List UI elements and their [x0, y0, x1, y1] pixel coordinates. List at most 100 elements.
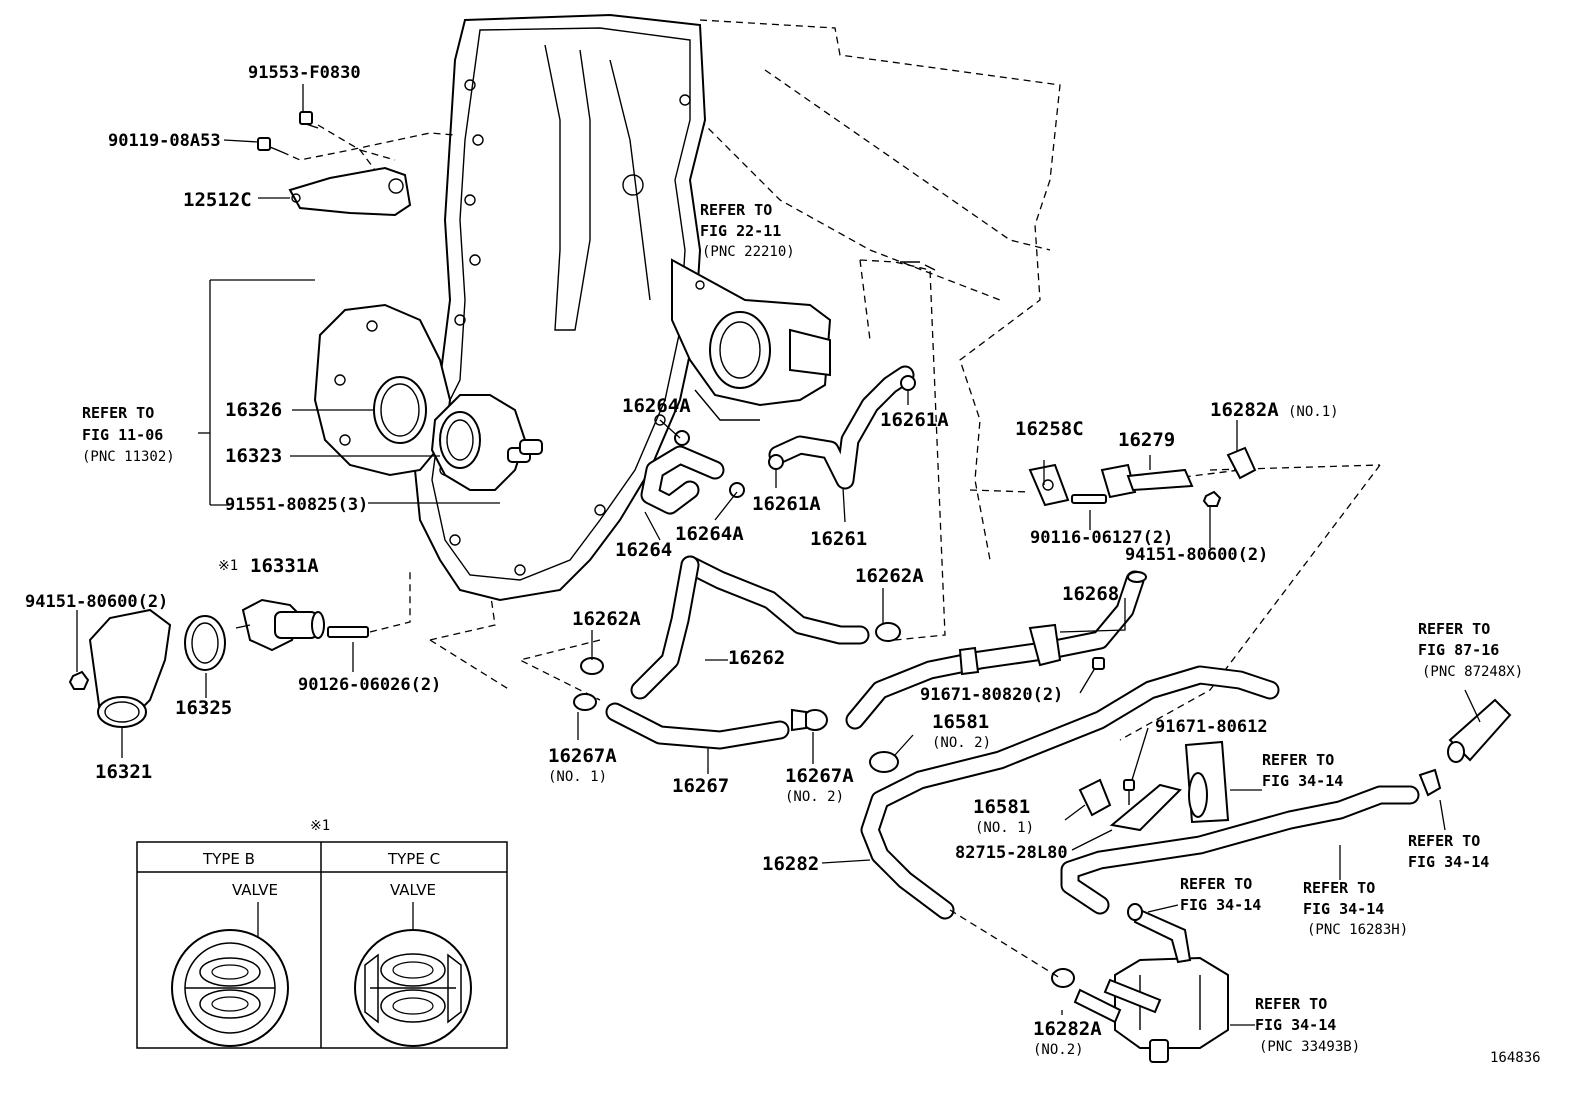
- thermostat-type-inset: ※1 TYPE B TYPE C VALVE VALVE: [136, 818, 508, 1049]
- label-94151-right: 94151-80600(2): [1125, 545, 1268, 565]
- label-16331A: 16331A: [250, 555, 319, 577]
- label-16262: 16262: [728, 647, 785, 669]
- stud-90126: [327, 626, 369, 638]
- label-94151-left: 94151-80600(2): [25, 592, 168, 612]
- label-16282A-top: 16282A: [1210, 399, 1279, 421]
- refer-fig34-d-line1: REFER TO: [1303, 879, 1375, 897]
- label-16261: 16261: [810, 528, 867, 550]
- label-16325: 16325: [175, 697, 232, 719]
- refer-fig34-c-line1: REFER TO: [1180, 875, 1252, 893]
- hose-16282: [860, 665, 1280, 920]
- water-pump-assembly: [313, 303, 543, 491]
- hose-16262: [630, 555, 870, 700]
- refer-fig34-d-line2: FIG 34-14: [1303, 900, 1384, 918]
- hose-16267: [605, 702, 790, 750]
- hose-16264: [640, 445, 725, 515]
- refer-fig87-line2: FIG 87-16: [1418, 641, 1499, 659]
- label-16267A-no2: 16267A: [785, 765, 854, 787]
- bracket-82715: [1109, 783, 1182, 832]
- refer-throttle-line2: FIG 22-11: [700, 222, 781, 240]
- part-labels: 91553-F0830 90119-08A53 12512C REFER TO …: [25, 63, 1541, 1066]
- refer-fig87-line3: (PNC 87248X): [1422, 664, 1523, 680]
- label-91551: 91551-80825(3): [225, 495, 368, 515]
- refer-fig34-a-line2: FIG 34-14: [1262, 772, 1343, 790]
- label-90119: 90119-08A53: [108, 131, 221, 151]
- thermostat: [235, 598, 325, 652]
- refer-fig34-e-line1: REFER TO: [1255, 995, 1327, 1013]
- engine-bracket: [288, 166, 412, 217]
- label-16267A-no1: 16267A: [548, 745, 617, 767]
- refer-throttle-line1: REFER TO: [700, 201, 772, 219]
- clamp-16261A: [768, 375, 916, 470]
- refer-fig34-c-line2: FIG 34-14: [1180, 896, 1261, 914]
- label-16282A-bottom: 16282A: [1033, 1018, 1102, 1040]
- label-16282A-top-note: (NO.1): [1288, 404, 1339, 420]
- label-16267A-no2-note: (NO. 2): [785, 789, 844, 805]
- pump-gasket: [373, 376, 427, 444]
- label-16282: 16282: [762, 853, 819, 875]
- label-16267: 16267: [672, 775, 729, 797]
- bolt-91671-80612: [1123, 779, 1135, 805]
- label-12512C: 12512C: [183, 189, 252, 211]
- label-16581-no1-note: (NO. 1): [975, 820, 1034, 836]
- pipe-16279: [1100, 463, 1194, 499]
- nut-94151-right: [1202, 490, 1222, 507]
- refer-fig34-e-line2: FIG 34-14: [1255, 1016, 1336, 1034]
- label-16262A-left: 16262A: [572, 608, 641, 630]
- label-16581-no2: 16581: [932, 711, 989, 733]
- refer-fig34-b-line1: REFER TO: [1408, 832, 1480, 850]
- label-16262A-right: 16262A: [855, 565, 924, 587]
- refer-timing-line1: REFER TO: [82, 404, 154, 422]
- clamp-16264A: [674, 430, 745, 498]
- inset-type-b-valve-label: VALVE: [232, 881, 278, 899]
- timing-chain-cover: [413, 13, 707, 602]
- inset-mark: ※1: [310, 818, 330, 834]
- heater-valve: [1184, 740, 1230, 824]
- label-16264: 16264: [615, 539, 672, 561]
- figure-code: 164836: [1490, 1050, 1541, 1066]
- label-82715: 82715-28L80: [955, 843, 1068, 863]
- inset-type-c-valve-label: VALVE: [390, 881, 436, 899]
- bolt-91553: [299, 111, 319, 129]
- label-16581-no2-note: (NO. 2): [932, 735, 991, 751]
- label-16268: 16268: [1062, 583, 1119, 605]
- refer-timing-line2: FIG 11-06: [82, 426, 163, 444]
- label-91671-80612: 91671-80612: [1155, 717, 1268, 737]
- label-16326: 16326: [225, 399, 282, 421]
- clamps-16581: [869, 751, 1112, 817]
- hose-16283H: [1060, 785, 1420, 915]
- label-16261A-mid: 16261A: [752, 493, 821, 515]
- inset-type-c-header: TYPE C: [387, 850, 440, 868]
- label-91671-80820: 91671-80820(2): [920, 685, 1063, 705]
- label-16321: 16321: [95, 761, 152, 783]
- refer-fig34-a-line1: REFER TO: [1262, 751, 1334, 769]
- oil-cooler: [1114, 956, 1229, 1063]
- clip-right: [1418, 768, 1442, 797]
- leader-lines: [76, 84, 1481, 1026]
- cooler-pipes: [1073, 903, 1192, 1024]
- nut-94151-left: [68, 670, 90, 690]
- clamp-16282A-no1: [1226, 446, 1257, 480]
- refer-fig87-line1: REFER TO: [1418, 620, 1490, 638]
- label-thermostat-mark: ※1: [218, 558, 238, 574]
- label-16264A-low: 16264A: [675, 523, 744, 545]
- bolt-90119: [257, 137, 283, 153]
- label-90116: 90116-06127(2): [1030, 528, 1173, 548]
- refer-fig34-e-line3: (PNC 33493B): [1259, 1039, 1360, 1055]
- inset-type-b-header: TYPE B: [202, 850, 255, 868]
- label-16264A-top: 16264A: [622, 395, 691, 417]
- bolt-91671-80820: [1092, 657, 1105, 670]
- label-16267A-no1-note: (NO. 1): [548, 769, 607, 785]
- label-16282A-bottom-note: (NO.2): [1033, 1042, 1084, 1058]
- label-16323: 16323: [225, 445, 282, 467]
- water-inlet: [88, 608, 172, 728]
- throttle-body: [671, 258, 832, 421]
- hose-16261: [768, 365, 915, 490]
- clamp-16282A-no2: [1051, 968, 1075, 988]
- refer-timing-line3: (PNC 11302): [82, 449, 175, 465]
- thermostat-type-b-image: [171, 902, 289, 1047]
- label-16279: 16279: [1118, 429, 1175, 451]
- pipe-16268: [845, 570, 1147, 730]
- label-91553: 91553-F0830: [248, 63, 361, 83]
